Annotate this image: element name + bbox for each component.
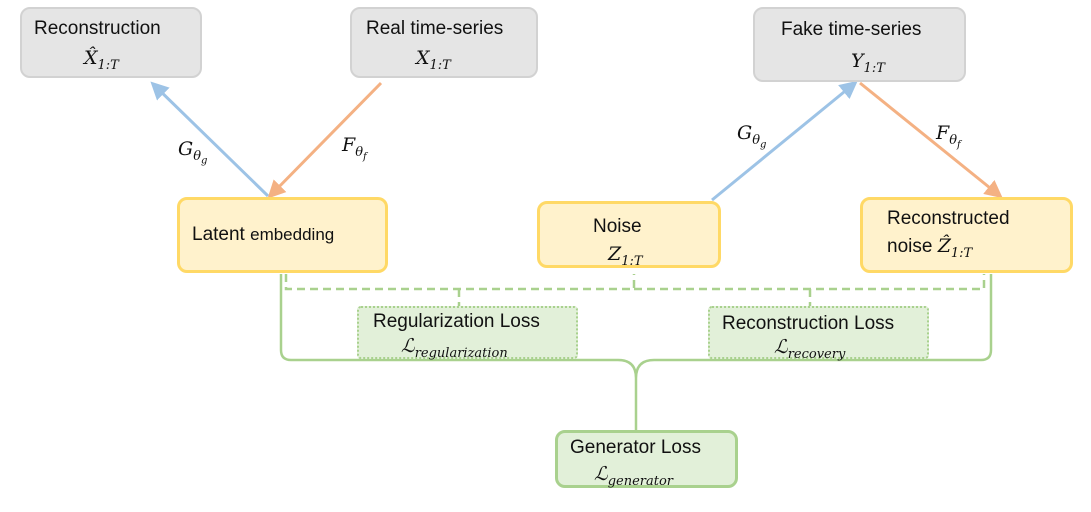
regularization-loss-title: Regularization Loss — [373, 311, 540, 332]
edge-label-g-left: Gθg — [178, 138, 208, 167]
edge-label-g-right: Gθg — [737, 122, 767, 151]
regularization-loss-box: Regularization Loss ℒregularization — [357, 306, 578, 361]
generator-loss-box: Generator Loss ℒgenerator — [555, 430, 738, 489]
reconstruction-loss-box: Reconstruction Loss ℒrecovery — [708, 306, 929, 362]
noise-box: Noise Z1:T — [537, 201, 721, 269]
reconstruction-loss-title: Reconstruction Loss — [722, 313, 895, 334]
edge-label-f-right: Fθf — [936, 122, 961, 151]
fake-series-title: Fake time-series — [781, 19, 922, 40]
generator-loss-brace — [279, 274, 993, 430]
arrow-noise-to-fake — [711, 80, 858, 202]
reconstructed-noise-box: Reconstructed noise Ẑ1:T — [860, 197, 1073, 273]
arrow-fake-to-recon-noise — [859, 81, 1003, 199]
reconstructed-noise-title: Reconstructed — [887, 208, 1010, 229]
reconstruction-title: Reconstruction — [34, 18, 161, 39]
reconstruction-symbol: X̂1:T — [84, 47, 119, 73]
reconstructed-noise-symbol: Ẑ1:T — [937, 235, 973, 261]
recovery-bracket — [634, 274, 986, 307]
arrow-latent-to-reconstruction — [150, 81, 270, 198]
real-series-box: Real time-series X1:T — [350, 7, 538, 78]
arrow-real-to-latent — [267, 81, 383, 199]
generator-loss-symbol: ℒgenerator — [594, 463, 673, 489]
edge-label-f-left: Fθf — [342, 134, 367, 163]
latent-embedding-box: Latent embedding — [177, 197, 388, 273]
noise-title: Noise — [593, 216, 642, 237]
real-series-symbol: X1:T — [416, 47, 451, 73]
latent-embedding-title: Latent embedding — [192, 224, 335, 245]
fake-series-box: Fake time-series Y1:T — [753, 7, 966, 82]
reconstruction-box: Reconstruction X̂1:T — [20, 7, 202, 78]
regularization-loss-symbol: ℒregularization — [401, 335, 508, 361]
reconstruction-loss-symbol: ℒrecovery — [774, 336, 846, 362]
noise-symbol: Z1:T — [608, 243, 643, 269]
real-series-title: Real time-series — [366, 18, 504, 39]
fake-series-symbol: Y1:T — [851, 50, 885, 76]
reconstructed-noise-line2: noise Ẑ1:T — [887, 235, 973, 261]
regularization-bracket — [284, 274, 636, 307]
generator-loss-title: Generator Loss — [570, 437, 701, 458]
